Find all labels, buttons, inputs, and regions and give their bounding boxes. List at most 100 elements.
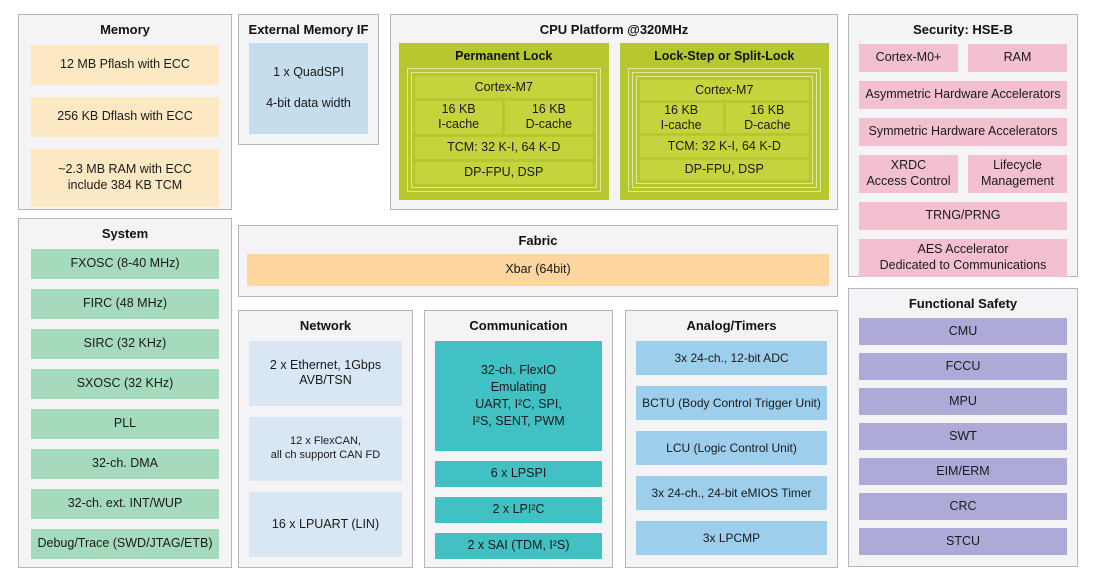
quadspi-block-line: 4-bit data width (266, 96, 351, 110)
icache-line: 16 KB (441, 102, 476, 117)
dcache-block: 16 KB D-cache (725, 103, 809, 134)
section-functional-safety: Functional Safety CMU FCCU MPU SWT EIM/E… (848, 288, 1078, 567)
fpu-dsp-block: DP-FPU, DSP (415, 161, 593, 185)
section-communication: Communication 32-ch. FlexIO Emulating UA… (424, 310, 613, 568)
security-row: XRDC Access Control Lifecycle Management (859, 155, 1067, 193)
external-memory-if-blocks: 1 x QuadSPI 4-bit data width (239, 43, 378, 144)
crc-block: CRC (859, 493, 1067, 520)
lpi2c-block: 2 x LPI²C (435, 497, 602, 523)
xrdc-line: XRDC (890, 158, 927, 173)
cortex-m7-block: Cortex-M7 (415, 76, 593, 99)
cpu-lock-group-lockstep: Lock-Step or Split-Lock Cortex-M7 16 KB … (619, 43, 829, 200)
lcu-block: LCU (Logic Control Unit) (636, 431, 827, 465)
pll-block: PLL (31, 409, 219, 439)
dcache-line: 16 KB (531, 102, 566, 117)
security-blocks: Cortex-M0+ RAM Asymmetric Hardware Accel… (849, 43, 1077, 287)
section-system: System FXOSC (8-40 MHz) FIRC (48 MHz) SI… (18, 218, 232, 568)
flexio-line: UART, I²C, SPI, (475, 397, 562, 411)
icache-block: 16 KB I-cache (415, 101, 503, 134)
xrdc-line: Access Control (866, 174, 951, 188)
core-stack-layer: Cortex-M7 16 KB I-cache 16 KB D-cache (407, 68, 601, 192)
flexcan-line: 12 x FlexCAN, (290, 435, 361, 448)
dcache-line: D-cache (525, 117, 573, 132)
aes-line: AES Accelerator (917, 242, 1009, 257)
section-external-memory-if: External Memory IF 1 x QuadSPI 4-bit dat… (238, 14, 379, 145)
security-ram-block: RAM (968, 44, 1067, 72)
dcache-line: D-cache (744, 118, 791, 133)
section-communication-title: Communication (469, 318, 568, 333)
section-analog-timers: Analog/Timers 3x 24-ch., 12-bit ADC BCTU… (625, 310, 838, 568)
ethernet-line: AVB/TSN (299, 373, 352, 388)
lockstep-lock-title: Lock-Step or Split-Lock (654, 49, 795, 63)
lpspi-block: 6 x LPSPI (435, 461, 602, 487)
ram-block-line: include 384 KB TCM (67, 178, 183, 192)
sai-block: 2 x SAI (TDM, I²S) (435, 533, 602, 559)
aes-line: Dedicated to Communications (879, 258, 1047, 272)
mpu-block: MPU (859, 388, 1067, 415)
section-external-memory-if-title: External Memory IF (248, 22, 369, 37)
network-blocks: 2 x Ethernet, 1Gbps AVB/TSN 12 x FlexCAN… (239, 339, 412, 567)
fabric-blocks: Xbar (64bit) (239, 254, 837, 296)
asymmetric-accelerators-block: Asymmetric Hardware Accelerators (859, 81, 1067, 109)
core-blocks: Cortex-M7 16 KB I-cache 16 KB D-cache (415, 76, 593, 185)
icache-line: I-cache (438, 117, 480, 132)
section-cpu-platform: CPU Platform @320MHz Permanent Lock Cort… (390, 14, 838, 210)
icache-block: 16 KB I-cache (639, 103, 723, 134)
dcache-line: 16 KB (750, 103, 785, 118)
cpu-lock-groups: Permanent Lock Cortex-M7 16 KB I-cache (391, 43, 837, 209)
sxosc-block: SXOSC (32 KHz) (31, 369, 219, 399)
ethernet-block: 2 x Ethernet, 1Gbps AVB/TSN (249, 341, 402, 406)
trng-prng-block: TRNG/PRNG (859, 202, 1067, 230)
flexio-line: Emulating (490, 380, 547, 395)
section-fabric: Fabric Xbar (64bit) (238, 225, 838, 297)
emios-timer-block: 3x 24-ch., 24-bit eMIOS Timer (636, 476, 827, 510)
bctu-block: BCTU (Body Control Trigger Unit) (636, 386, 827, 420)
swt-block: SWT (859, 423, 1067, 450)
section-security-hse-b: Security: HSE-B Cortex-M0+ RAM Asymmetri… (848, 14, 1078, 277)
flexio-line: 32-ch. FlexIO (480, 363, 557, 378)
ethernet-line: 2 x Ethernet, 1Gbps (269, 357, 382, 372)
fpu-dsp-block: DP-FPU, DSP (639, 159, 809, 180)
core-stack-layer: Cortex-M7 16 KB I-cache 16 KB D-cache (627, 68, 821, 192)
icache-line: I-cache (660, 118, 702, 133)
section-fabric-title: Fabric (518, 233, 558, 248)
section-system-title: System (101, 226, 149, 241)
dma-block: 32-ch. DMA (31, 449, 219, 479)
dflash-block: 256 KB Dflash with ECC (31, 97, 219, 137)
xrdc-block: XRDC Access Control (859, 155, 958, 193)
section-memory-title: Memory (100, 22, 150, 37)
aes-accelerator-block: AES Accelerator Dedicated to Communicati… (859, 239, 1067, 277)
quadspi-block-line: 1 x QuadSPI (273, 65, 344, 80)
fxosc-block: FXOSC (8-40 MHz) (31, 249, 219, 279)
cortex-m0-block: Cortex-M0+ (859, 44, 958, 72)
permanent-lock-title: Permanent Lock (455, 49, 553, 63)
symmetric-accelerators-block: Symmetric Hardware Accelerators (859, 118, 1067, 146)
dcache-block: 16 KB D-cache (505, 101, 593, 134)
xbar-block: Xbar (64bit) (247, 254, 829, 286)
cortex-m7-block: Cortex-M7 (639, 80, 809, 101)
memory-blocks: 12 MB Pflash with ECC 256 KB Dflash with… (19, 43, 231, 219)
tcm-block: TCM: 32 K-I, 64 K-D (415, 136, 593, 159)
firc-block: FIRC (48 MHz) (31, 289, 219, 319)
communication-blocks: 32-ch. FlexIO Emulating UART, I²C, SPI, … (425, 339, 612, 569)
ram-block-line: ~2.3 MB RAM with ECC (58, 162, 192, 177)
fccu-block: FCCU (859, 353, 1067, 380)
section-network: Network 2 x Ethernet, 1Gbps AVB/TSN 12 x… (238, 310, 413, 568)
icache-line: 16 KB (664, 103, 699, 118)
cache-row: 16 KB I-cache 16 KB D-cache (415, 101, 593, 134)
core-blocks: Cortex-M7 16 KB I-cache 16 KB D-cache (639, 80, 809, 180)
section-functional-safety-title: Functional Safety (908, 296, 1018, 311)
core-stack-layer: Cortex-M7 16 KB I-cache 16 KB D-cache (411, 72, 597, 188)
flexio-block: 32-ch. FlexIO Emulating UART, I²C, SPI, … (435, 341, 602, 451)
section-memory: Memory 12 MB Pflash with ECC 256 KB Dfla… (18, 14, 232, 210)
pflash-block: 12 MB Pflash with ECC (31, 45, 219, 85)
debug-trace-block: Debug/Trace (SWD/JTAG/ETB) (31, 529, 219, 559)
analog-blocks: 3x 24-ch., 12-bit ADC BCTU (Body Control… (626, 339, 837, 567)
tcm-block: TCM: 32 K-I, 64 K-D (639, 136, 809, 157)
core-stack-layer: Cortex-M7 16 KB I-cache 16 KB D-cache (635, 76, 813, 184)
core-stack-layer: Cortex-M7 16 KB I-cache 16 KB D-cache (631, 72, 817, 188)
system-blocks: FXOSC (8-40 MHz) FIRC (48 MHz) SIRC (32 … (19, 247, 231, 571)
section-cpu-platform-title: CPU Platform @320MHz (539, 22, 689, 37)
ram-block: ~2.3 MB RAM with ECC include 384 KB TCM (31, 149, 219, 207)
